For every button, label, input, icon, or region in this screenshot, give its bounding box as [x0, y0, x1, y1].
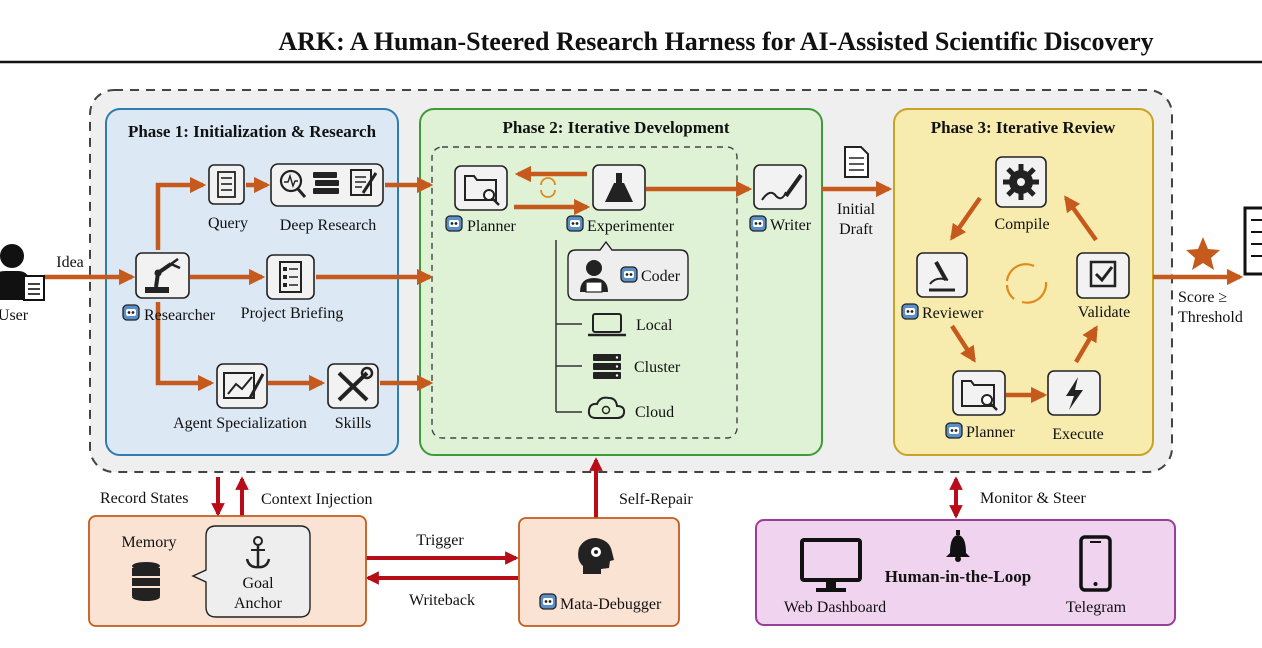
query-label: Query	[208, 215, 248, 232]
idea-label: Idea	[56, 254, 84, 271]
phase1-title: Phase 1: Initialization & Research	[128, 122, 377, 141]
phase3-panel	[893, 108, 1154, 456]
cloud-icon	[587, 396, 626, 419]
researcher-icon	[135, 252, 190, 299]
initial-draft-label-1: Initial	[837, 201, 876, 218]
experimenter-label: Experimenter	[587, 218, 675, 235]
project-briefing-label: Project Briefing	[241, 305, 344, 322]
agent-specialization-label: Agent Specialization	[173, 415, 307, 432]
skills-label: Skills	[335, 415, 371, 432]
cloud-label: Cloud	[635, 404, 674, 421]
validate-checkbox-icon	[1076, 252, 1130, 299]
web-dashboard-label: Web Dashboard	[784, 599, 886, 616]
goal-anchor-bubble	[191, 525, 311, 618]
output-paper-icon	[1243, 206, 1262, 276]
query-icon	[208, 164, 245, 205]
local-label: Local	[636, 317, 673, 334]
experimenter-icon	[592, 164, 646, 211]
researcher-to-query-arrow	[155, 176, 207, 250]
refresh-loop-icon	[540, 177, 556, 198]
debugger-head-icon	[578, 538, 614, 574]
deep-research-label: Deep Research	[280, 217, 376, 234]
context-injection-label: Context Injection	[261, 491, 373, 508]
diagram-title: ARK: A Human-Steered Research Harness fo…	[278, 27, 1153, 56]
server-icon	[593, 354, 621, 379]
phase3-planner-icon	[952, 370, 1006, 416]
review-cycle-icon	[1005, 263, 1048, 304]
debugger-agent-badge-icon	[539, 593, 557, 610]
goal-anchor-label-1: Goal	[242, 575, 274, 592]
compile-label: Compile	[994, 216, 1049, 233]
execute-to-validate-arrow	[1074, 325, 1098, 364]
validate-label: Validate	[1078, 304, 1130, 321]
writeback-label: Writeback	[409, 592, 475, 609]
reviewer-microscope-icon	[916, 252, 968, 298]
initial-draft-label-2: Draft	[839, 221, 873, 238]
anchor-icon	[245, 536, 271, 569]
writer-label: Writer	[770, 217, 812, 234]
reviewer-label: Reviewer	[922, 305, 984, 322]
threshold-label-1: Score ≥	[1178, 289, 1227, 306]
coder-person-icon	[580, 260, 608, 293]
planner-icon	[454, 165, 508, 211]
experimenter-agent-badge-icon	[566, 215, 584, 232]
laptop-icon	[588, 313, 626, 337]
record-states-label: Record States	[100, 490, 188, 507]
user-label: User	[0, 307, 29, 324]
project-briefing-icon	[266, 254, 315, 300]
draft-document-icon	[844, 146, 869, 178]
threshold-label-2: Threshold	[1178, 309, 1243, 326]
skills-icon	[327, 363, 379, 409]
coder-agent-badge-icon	[620, 266, 638, 283]
validate-to-compile-arrow	[1064, 195, 1098, 242]
execute-lightning-icon	[1047, 370, 1101, 416]
phase2-planner-label: Planner	[467, 218, 517, 235]
phase2-title: Phase 2: Iterative Development	[502, 118, 729, 137]
telegram-label: Telegram	[1066, 599, 1127, 616]
memory-title: Memory	[121, 534, 176, 551]
coder-label: Coder	[641, 268, 681, 285]
phase3-planner-label: Planner	[966, 424, 1016, 441]
user-icon	[0, 244, 45, 301]
bell-icon	[946, 530, 970, 562]
control-arrows	[211, 457, 963, 585]
goal-anchor-label-2: Anchor	[234, 595, 283, 612]
deep-research-icon	[270, 163, 384, 207]
monitor-icon	[800, 538, 862, 592]
reviewer-agent-badge-icon	[901, 303, 919, 320]
monitor-steer-label: Monitor & Steer	[980, 490, 1086, 507]
cluster-label: Cluster	[634, 359, 681, 376]
writer-icon	[753, 164, 807, 210]
agent-specialization-icon	[216, 363, 268, 409]
tree-connector	[555, 240, 582, 413]
phone-icon	[1079, 535, 1112, 592]
researcher-agent-badge-icon	[122, 304, 140, 321]
researcher-label: Researcher	[144, 307, 216, 324]
compile-to-reviewer-arrow	[950, 196, 982, 241]
writer-agent-badge-icon	[749, 215, 767, 232]
phase3-planner-agent-badge-icon	[945, 422, 963, 439]
phase3-title: Phase 3: Iterative Review	[931, 118, 1116, 137]
development-loop-box	[431, 146, 738, 439]
hitl-title: Human-in-the-Loop	[885, 567, 1031, 586]
database-icon	[132, 562, 160, 601]
self-repair-label: Self-Repair	[619, 491, 693, 508]
flow-arrows	[44, 165, 1244, 404]
debugger-label: Mata-Debugger	[560, 596, 662, 613]
compile-gear-icon	[995, 156, 1047, 208]
trigger-label: Trigger	[416, 532, 464, 549]
reviewer-to-planner-arrow	[950, 324, 976, 363]
execute-label: Execute	[1052, 426, 1104, 443]
score-star-icon	[1186, 237, 1220, 270]
planner-agent-badge-icon	[445, 215, 463, 232]
researcher-to-specialization-arrow	[155, 302, 215, 392]
